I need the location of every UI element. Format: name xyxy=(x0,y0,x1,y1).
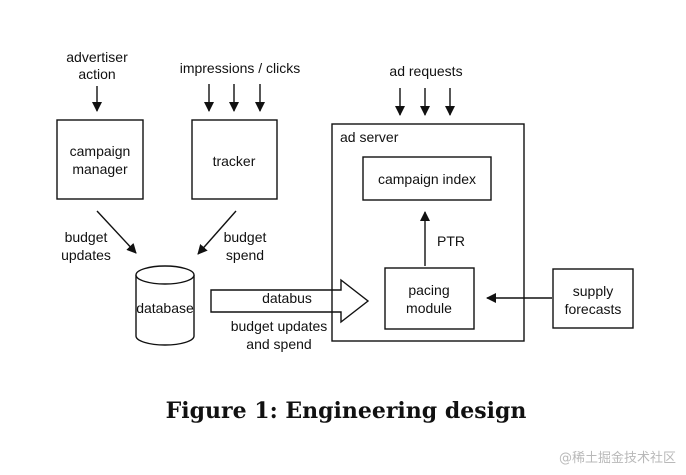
supply-forecasts-label-line1: supply xyxy=(573,283,613,299)
pacing-module-box: pacing module xyxy=(384,267,475,330)
campaign-manager-box: campaign manager xyxy=(56,119,144,200)
advertiser-action-label-line2: action xyxy=(78,66,115,82)
budget-spend-label-line2: spend xyxy=(226,247,264,263)
budget-spend-arrow xyxy=(197,210,237,255)
budget-updates-arrow xyxy=(96,210,137,254)
databus-sub-label-line2: and spend xyxy=(246,336,311,352)
database-cylinder: database xyxy=(135,265,195,346)
campaign-manager-label-line1: campaign xyxy=(70,143,131,159)
advertiser-action-label-line1: advertiser xyxy=(66,49,128,65)
supply-forecasts-label-line2: forecasts xyxy=(565,301,622,317)
impressions-clicks-label: impressions / clicks xyxy=(180,60,301,76)
campaign-index-box: campaign index xyxy=(362,156,492,201)
watermark: @稀土掘金技术社区 xyxy=(559,450,676,466)
databus-arrow xyxy=(210,278,370,324)
campaign-index-label: campaign index xyxy=(378,171,476,187)
ad-server-label: ad server xyxy=(340,129,399,145)
pacing-module-label-line2: module xyxy=(406,300,452,316)
campaign-manager-label-line2: manager xyxy=(72,161,128,177)
ad-requests-label: ad requests xyxy=(389,63,462,79)
databus-sub-label-line1: budget updates xyxy=(231,318,328,334)
tracker-box: tracker xyxy=(191,119,278,200)
budget-updates-label-line2: updates xyxy=(61,247,111,263)
budget-spend-label-line1: budget xyxy=(224,229,267,245)
pacing-module-label-line1: pacing xyxy=(408,282,449,298)
database-label: database xyxy=(136,300,194,316)
budget-updates-label-line1: budget xyxy=(65,229,108,245)
tracker-label: tracker xyxy=(213,153,256,169)
ptr-label: PTR xyxy=(437,233,465,249)
databus-label: databus xyxy=(262,290,312,306)
figure-caption: Figure 1: Engineering design xyxy=(166,398,527,424)
supply-forecasts-box: supply forecasts xyxy=(552,268,634,329)
